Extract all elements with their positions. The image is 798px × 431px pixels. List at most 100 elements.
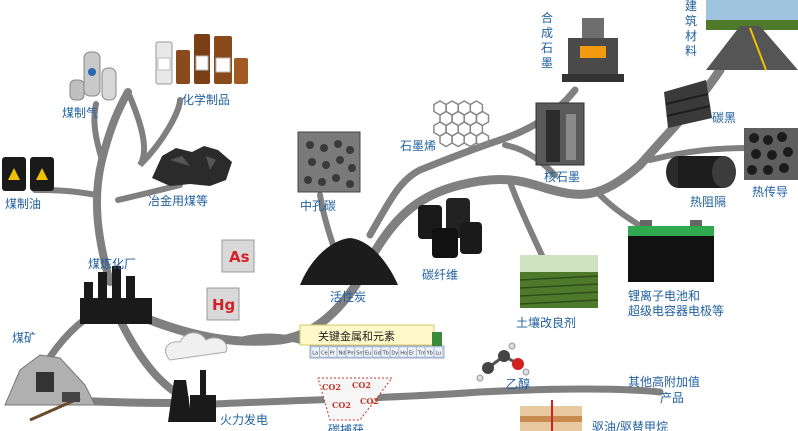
battery-top-strip [628,226,714,236]
road-surface [706,26,798,70]
label-chemicals: 化学制品 [182,92,230,107]
coal-oil-barrels: 煤制油 [2,157,54,211]
label-high-value: 其他高附加值 [628,374,700,389]
nuclear-graphite: 核石墨 [535,102,585,184]
road-trees [706,20,798,30]
power-plant-tower [168,380,192,422]
road-marking [749,27,767,71]
battery-terminal-2 [690,220,702,226]
ethanol-molecule: 乙醇 [476,342,530,391]
furnace-base [562,74,624,82]
periodic-cell-symbol: Ho [400,351,407,357]
ethanol-atom-o [512,358,524,370]
ethanol-atom-h3 [522,368,530,376]
periodic-cell [319,346,329,358]
chemical-bottles: 化学制品 [155,34,248,107]
graphene-hexagon [475,131,490,148]
label-carbon-fiber: 碳纤维 [422,268,458,282]
periodic-cell-symbol: Gd [374,351,381,357]
periodic-cell-symbol: Yb [426,351,433,357]
element-symbol-as: As [229,248,250,266]
gas-cylinder-3 [69,79,85,101]
carbon-black-shingle-lines [665,93,711,117]
label-carbon-capture: 碳捕获 [328,422,364,431]
graphene-hexagon [451,131,465,148]
thermal-conduction: 热传导 [744,128,798,199]
periodic-cell [381,346,390,358]
metallurgical-coal: 冶金用煤等 [148,146,232,208]
co2-tag-2: CO2 [352,380,371,390]
gas-cylinder-2 [101,67,117,101]
label-coking-plant: 煤炼化厂 [88,256,136,271]
periodic-cell-symbol: Pr [330,351,336,357]
co2-tag-1: CO2 [322,382,341,392]
periodic-cell [398,346,408,358]
label-metallurgical-coal: 冶金用煤等 [148,193,208,208]
vertical-char: 合 [541,10,553,25]
periodic-cell-symbol: Tm [417,351,426,357]
activated-carbon: 活性炭 [300,238,398,304]
element-symbol-hg: Hg [212,296,235,314]
periodic-cell-symbol: Dy [391,351,398,357]
fiber-spool-3 [432,228,458,258]
periodic-cell [328,346,338,358]
label-oil-displacement: 驱油/驱替甲烷 [592,420,668,431]
periodic-cell [416,346,426,358]
label-mesoporous-carbon: 中孔碳 [300,198,336,213]
furnace-glow [580,46,606,58]
coking-plant-stack-1 [84,282,93,302]
barrel-1-hazard-icon [8,168,20,180]
periodic-cell [433,346,443,358]
element-tile-hg-box [206,287,240,321]
soil-field-sky [520,255,598,273]
vertical-char: 成 [541,26,553,40]
branch-thermal [647,145,753,163]
coal-mine: 煤矿 [4,331,96,422]
vertical-char: 石 [541,41,553,55]
coking-plant-stack-3 [112,266,121,302]
periodic-cell [337,346,346,358]
label-graphene: 石墨烯 [400,139,436,153]
label-soil-improver: 土壤改良剂 [516,315,576,330]
periodic-cell-symbol: Sm [356,351,364,357]
graphene-lattice [433,100,490,148]
carbon-capture: CO2 CO2 CO2 CO2 碳捕获 [317,377,394,431]
label-carbon-black: 碳黑 [712,111,736,125]
coking-plant-stack-2 [98,272,107,302]
vertical-char: 筑 [685,13,697,28]
periodic-cell [310,346,320,358]
periodic-cell [389,346,399,358]
branch-soil [507,179,548,265]
label-high-value-2: 产品 [660,391,684,405]
vertical-char: 建 [685,0,697,13]
element-tile-as: As [221,239,255,273]
label-power-plant: 火力发电 [220,412,268,427]
coking-plant-base [80,298,152,324]
insulation-roll-front [712,156,736,188]
coal-gas-cylinders: 煤制气 [62,51,117,120]
oil-displacement: 驱油/驱替甲烷 [520,400,668,431]
synthetic-graphite: 合成石墨 [541,10,624,82]
label-thermal-insulation: 热阻隔 [690,195,726,209]
periodic-cell-symbol: Nd [339,351,346,357]
power-plant-building [190,395,216,422]
nuclear-graphite-rod [566,114,576,160]
bottle-4-label [215,57,231,73]
coal-lumps-highlight [170,156,216,170]
periodic-strip-tab [432,332,442,346]
element-tile-hg: Hg [206,287,240,321]
periodic-cell-symbol: Er [409,351,415,357]
periodic-cell [354,346,364,358]
co2-tag-3: CO2 [332,400,351,410]
coal-mine-cart [62,392,80,402]
coking-plant-stack-4 [126,276,135,302]
periodic-cell-symbol: Pm [347,351,355,357]
coking-plant: 煤炼化厂 [80,256,152,324]
bottle-1-label [157,57,171,71]
label-coal-gas: 煤制气 [62,105,98,120]
label-key-metals: 关键金属和元素 [318,329,395,343]
